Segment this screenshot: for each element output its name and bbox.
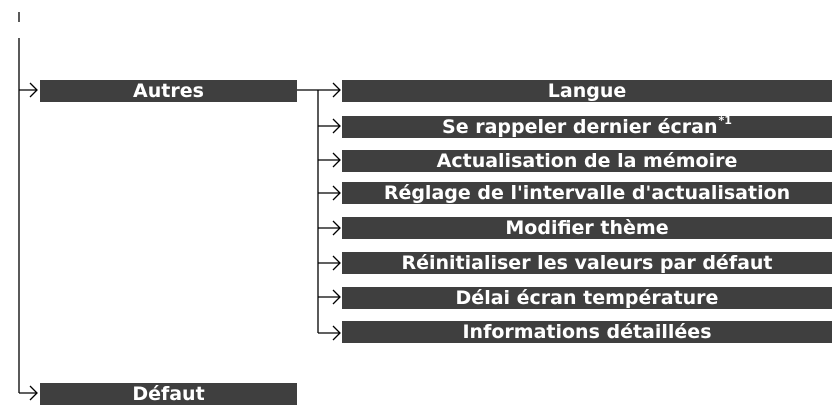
menu-item-reinitialiser-valeurs[interactable]: Réinitialiser les valeurs par défaut <box>342 252 832 274</box>
menu-item-label: Actualisation de la mémoire <box>436 150 738 172</box>
arrow-head <box>332 255 341 271</box>
menu-item-label: Modifier thème <box>505 217 669 239</box>
arrow-head <box>332 152 341 168</box>
autres-box[interactable]: Autres <box>40 80 297 102</box>
menu-item-label: Se rappeler dernier écran <box>442 116 718 138</box>
menu-item-reglage-intervalle[interactable]: Réglage de l'intervalle d'actualisation <box>342 182 832 204</box>
menu-item-delai-ecran-temperature[interactable]: Délai écran température <box>342 287 832 309</box>
arrow-head <box>332 325 341 341</box>
menu-item-se-rappeler-dernier-ecran[interactable]: Se rappeler dernier écran*1 <box>342 113 832 138</box>
menu-item-label: Délai écran température <box>455 287 719 309</box>
menu-item-label: Réglage de l'intervalle d'actualisation <box>383 182 791 204</box>
menu-item-actualisation-memoire[interactable]: Actualisation de la mémoire <box>342 150 832 172</box>
menu-item-informations-detaillees[interactable]: Informations détaillées <box>342 321 832 343</box>
arrow-head <box>332 185 341 201</box>
footnote-marker: *1 <box>718 113 732 127</box>
menu-item-langue[interactable]: Langue <box>342 80 832 102</box>
menu-item-label: Informations détaillées <box>462 321 712 343</box>
arrow-head <box>332 220 341 236</box>
menu-item-label: Réinitialiser les valeurs par défaut <box>401 252 773 274</box>
arrow-head <box>332 289 341 305</box>
arrow-head <box>332 82 341 98</box>
arrow-head <box>332 118 341 134</box>
defaut-box[interactable]: Défaut <box>40 383 297 405</box>
menu-item-label: Langue <box>547 80 627 102</box>
menu-item-modifier-theme[interactable]: Modifier thème <box>342 217 832 239</box>
